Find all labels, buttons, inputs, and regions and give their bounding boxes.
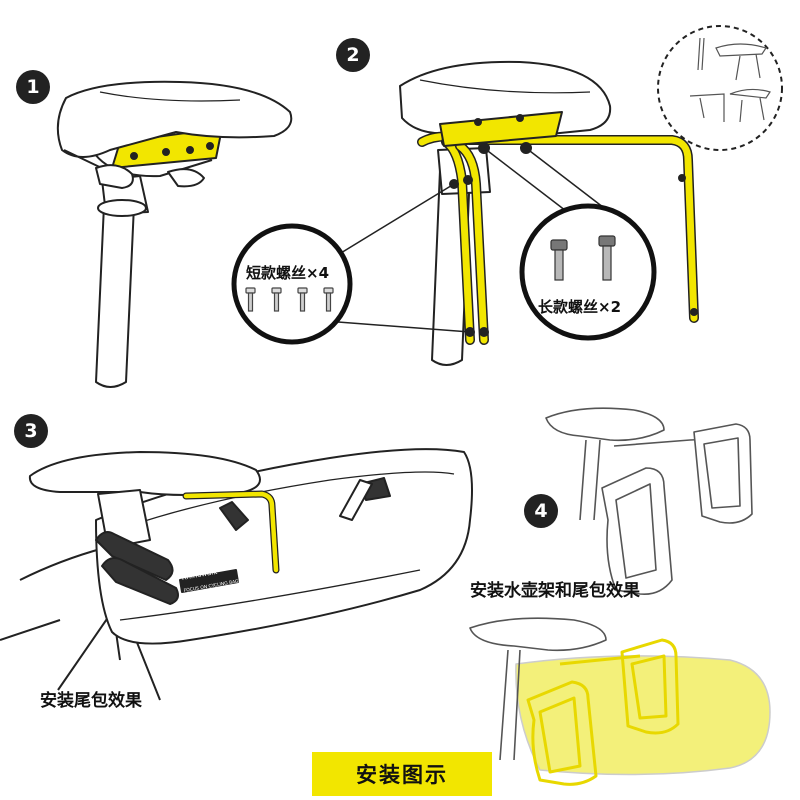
step-2-badge: 2: [336, 38, 370, 72]
short-screw-icons: [245, 287, 334, 312]
step-3-badge: 3: [14, 414, 48, 448]
installation-diagram-title: 安装图示: [312, 752, 492, 796]
long-screws-callout: [519, 203, 657, 341]
short-screws-label: 短款螺丝×4: [246, 264, 330, 282]
step1-saddle-drawing: [56, 80, 293, 388]
step4-cages-drawing: [545, 407, 753, 596]
bag-install-caption: 安装尾包效果: [40, 691, 142, 711]
long-screws-label: 长款螺丝×2: [538, 298, 622, 316]
short-screws-callout: [231, 223, 353, 345]
step3-bag-drawing: [0, 448, 473, 701]
callout-leader-lines: [335, 147, 613, 333]
step4-combined-drawing: [469, 617, 771, 786]
step-1-badge: 1: [16, 70, 50, 104]
alternate-fit-inset: [657, 25, 783, 151]
step-4-badge: 4: [524, 494, 558, 528]
long-screw-icons: [550, 235, 616, 281]
step2-rack-drawing: [399, 60, 699, 366]
cages-and-bag-caption: 安装水壶架和尾包效果: [470, 581, 640, 601]
